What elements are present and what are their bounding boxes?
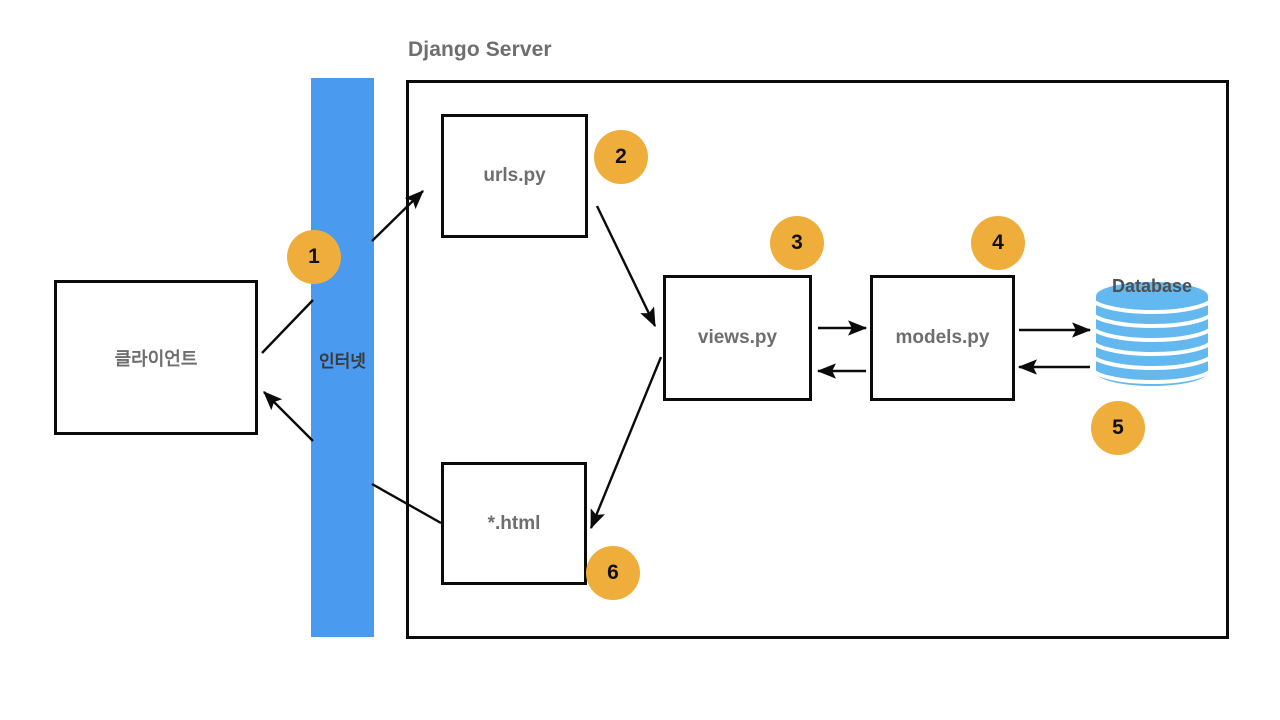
internet-label: 인터넷 — [319, 352, 366, 371]
models-py-box: models.py — [870, 275, 1015, 401]
django-server-container — [406, 80, 1229, 639]
database-cylinder-icon — [1096, 282, 1208, 386]
views-py-box: views.py — [663, 275, 812, 401]
arrow-internet-to-client — [263, 391, 314, 442]
database-label: Database — [1111, 276, 1193, 296]
client-box: 클라이언트 — [54, 280, 258, 435]
step-badge-5[interactable]: 5 — [1091, 401, 1145, 455]
step-badge-3[interactable]: 3 — [770, 216, 824, 270]
step-badge-2[interactable]: 2 — [594, 130, 648, 184]
step-badge-6[interactable]: 6 — [586, 546, 640, 600]
step-badge-1[interactable]: 1 — [287, 230, 341, 284]
html-template-label: *.html — [487, 512, 541, 534]
client-label: 클라이언트 — [114, 348, 198, 369]
internet-bar — [311, 78, 374, 637]
html-template-box: *.html — [441, 462, 587, 585]
step-badge-4[interactable]: 4 — [971, 216, 1025, 270]
django-server-title: Django Server — [408, 38, 552, 61]
urls-py-box: urls.py — [441, 114, 588, 238]
urls-py-label: urls.py — [483, 165, 546, 186]
views-py-label: views.py — [697, 327, 778, 348]
arrow-client-to-internet — [261, 299, 314, 354]
models-py-label: models.py — [895, 327, 990, 348]
